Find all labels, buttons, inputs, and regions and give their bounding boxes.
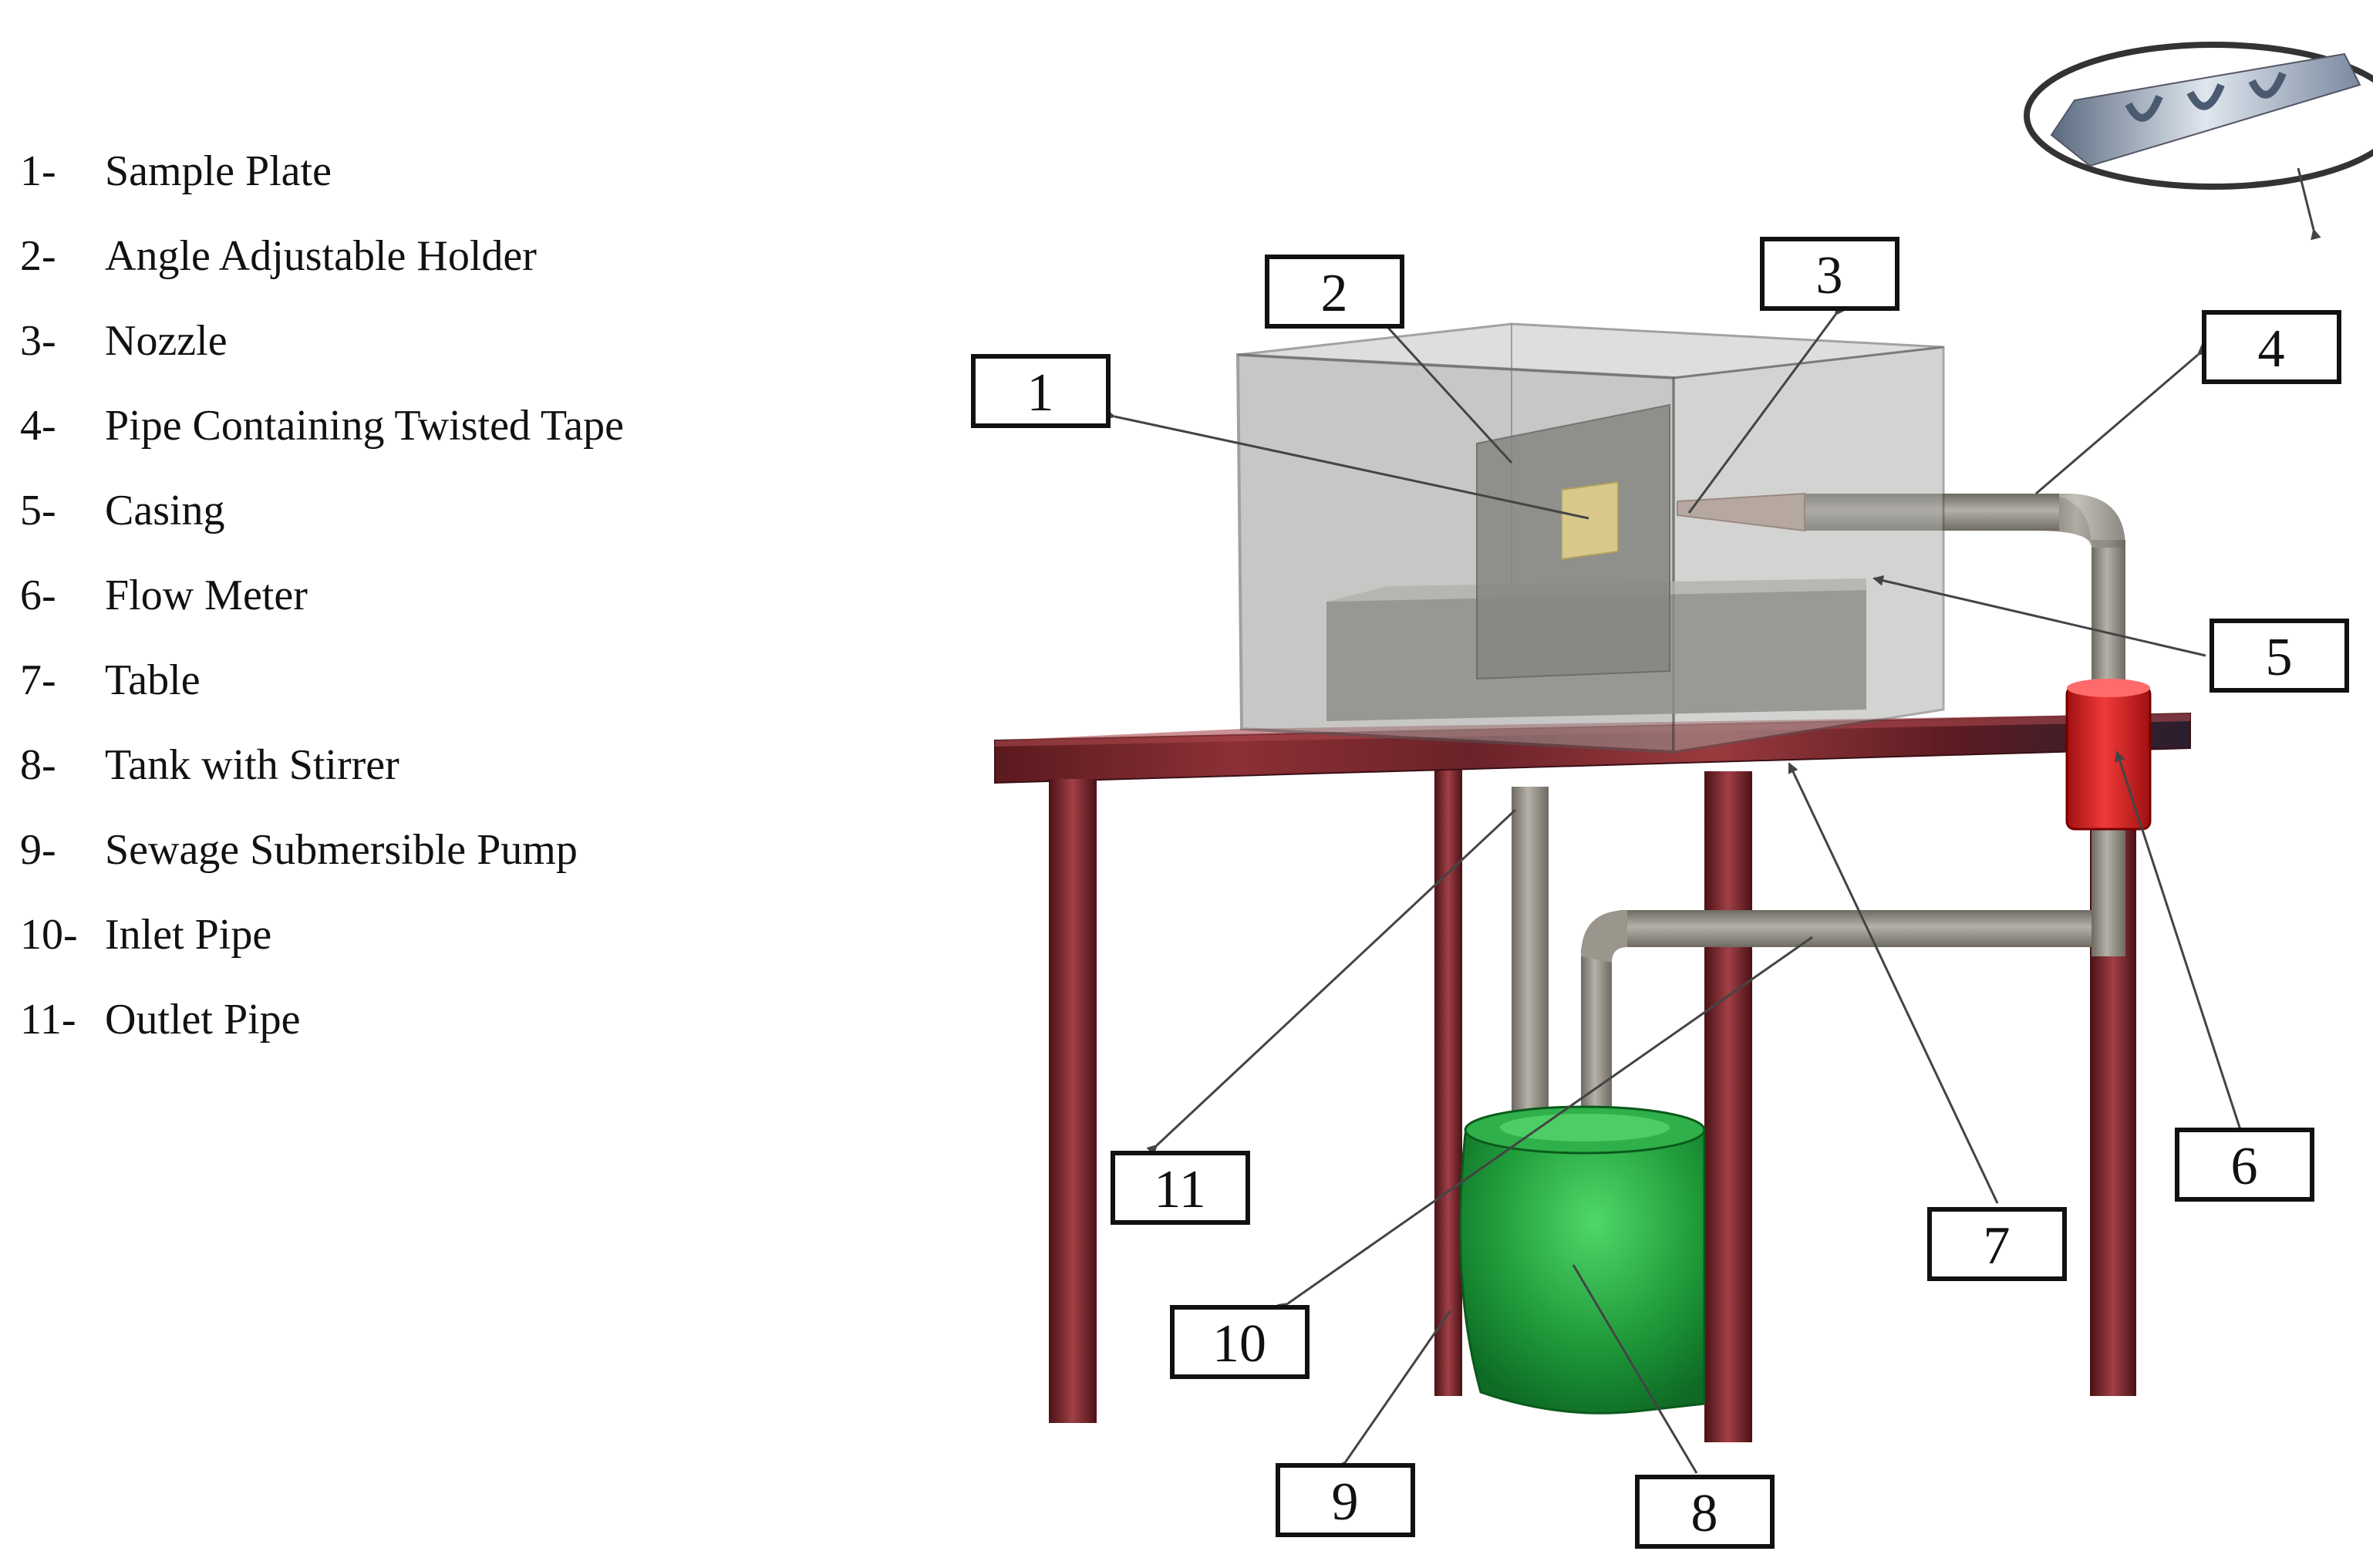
callout-1: 1 — [971, 354, 1111, 428]
legend-number: 8- — [20, 741, 56, 789]
legend-number: 4- — [20, 402, 56, 450]
callout-11: 11 — [1111, 1151, 1250, 1225]
callout-6-label: 6 — [2231, 1137, 2258, 1196]
leader-4-inset — [2297, 167, 2321, 241]
leader-10 — [1277, 936, 1813, 1313]
leader-3 — [1687, 304, 1845, 514]
callout-5-label: 5 — [2266, 628, 2293, 687]
legend-number: 5- — [20, 487, 56, 534]
callout-4: 4 — [2202, 310, 2341, 384]
callout-6: 6 — [2175, 1128, 2314, 1202]
callout-1-label: 1 — [1027, 363, 1054, 423]
callout-9-label: 9 — [1332, 1472, 1359, 1532]
callout-8-label: 8 — [1691, 1484, 1718, 1543]
callout-9: 9 — [1276, 1463, 1415, 1537]
callout-11-label: 11 — [1154, 1160, 1205, 1219]
sample-plate — [1561, 481, 1619, 561]
leader-4 — [2035, 344, 2209, 495]
legend-label: Inlet Pipe — [105, 911, 272, 959]
legend-number: 11- — [20, 996, 76, 1044]
legend-label: Flow Meter — [105, 572, 308, 619]
legend-label: Angle Adjustable Holder — [105, 232, 537, 280]
outlet-pipe — [1512, 787, 1549, 1118]
legend-label: Sample Plate — [105, 147, 332, 195]
leader-6 — [2115, 750, 2246, 1142]
legend-label: Tank with Stirrer — [105, 741, 399, 789]
leader-lines — [1104, 167, 2321, 1474]
leader-2 — [1377, 317, 1513, 464]
callout-7: 7 — [1927, 1207, 2067, 1281]
callout-boxes: 1 2 3 4 5 6 7 8 — [971, 237, 2349, 1549]
legend-label: Outlet Pipe — [105, 996, 301, 1044]
leader-1 — [1104, 409, 1589, 520]
legend-number: 2- — [20, 232, 56, 280]
legend-number: 6- — [20, 572, 56, 619]
callout-5: 5 — [2210, 619, 2349, 693]
legend-number: 10- — [20, 911, 78, 959]
leader-7 — [1788, 762, 1999, 1204]
leader-9 — [1336, 1310, 1451, 1472]
legend-label: Pipe Containing Twisted Tape — [105, 402, 624, 450]
legend-label: Casing — [105, 487, 225, 534]
callout-8: 8 — [1635, 1475, 1775, 1549]
callout-3-label: 3 — [1816, 246, 1843, 305]
legend-number: 1- — [20, 147, 56, 195]
inlet-pipe — [1581, 818, 2125, 1149]
tank-with-stirrer — [1458, 1105, 1706, 1415]
callout-4-label: 4 — [2258, 319, 2285, 379]
legend-label: Sewage Submersible Pump — [105, 826, 578, 874]
leader-11 — [1146, 808, 1517, 1156]
legend-number: 9- — [20, 826, 56, 874]
legend-label: Nozzle — [105, 317, 228, 365]
callout-10: 10 — [1170, 1305, 1310, 1379]
leader-5 — [1872, 575, 2206, 657]
table-leg-front-left — [1049, 779, 1097, 1423]
table-leg-back-left — [1434, 756, 1462, 1396]
flow-meter — [2065, 679, 2152, 831]
callout-7-label: 7 — [1984, 1216, 2011, 1276]
callout-10-label: 10 — [1212, 1314, 1266, 1374]
callout-3: 3 — [1760, 237, 1899, 311]
leader-8 — [1572, 1264, 1698, 1474]
legend-number: 7- — [20, 656, 56, 704]
twisted-tape-inset — [2024, 42, 2373, 190]
legend-label: Table — [105, 656, 201, 704]
callout-2-label: 2 — [1321, 264, 1348, 323]
table-leg-front-right — [1704, 771, 1752, 1442]
callout-2: 2 — [1265, 255, 1404, 329]
legend-number: 3- — [20, 317, 56, 365]
